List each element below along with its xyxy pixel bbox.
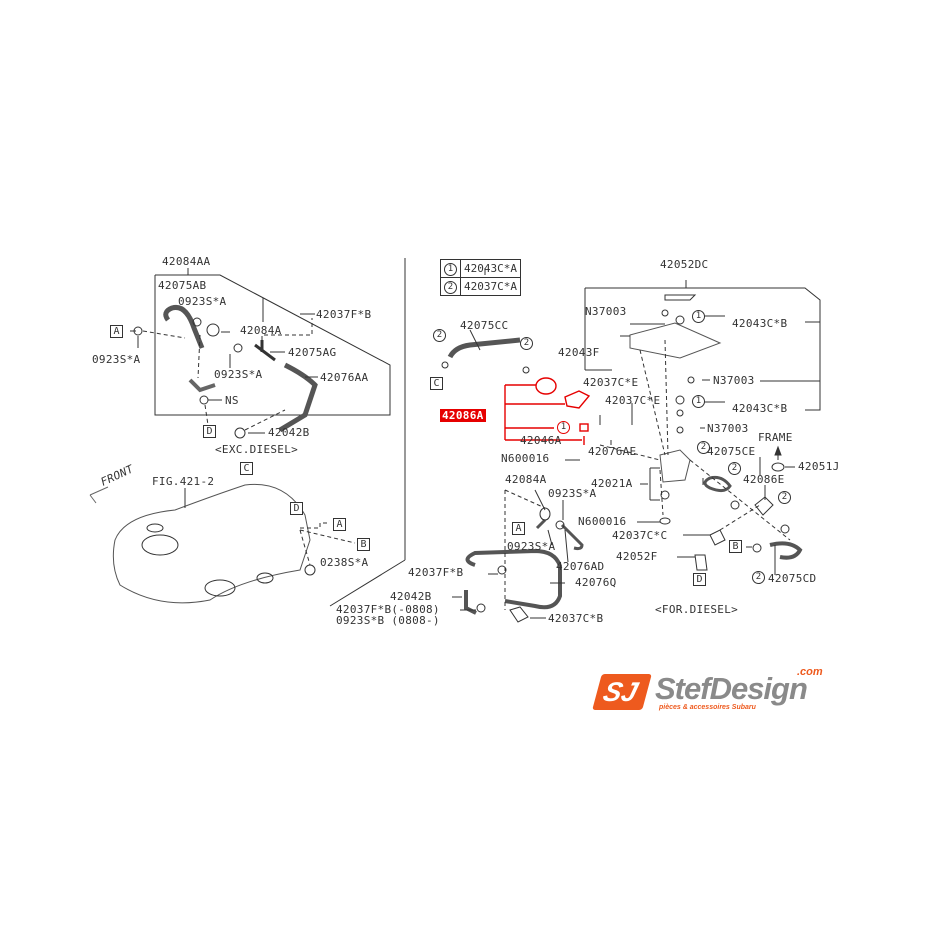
legend-part: 42043C*A bbox=[460, 259, 521, 278]
part-label[interactable]: 42043F bbox=[558, 346, 600, 359]
legend-table: 1 42043C*A 2 42037C*A bbox=[440, 259, 521, 296]
part-label[interactable]: 42075CD bbox=[768, 572, 817, 585]
circled-2-icon: 2 bbox=[728, 462, 741, 475]
part-label[interactable]: 42037F*B(-0808) bbox=[336, 603, 440, 616]
part-label[interactable]: 0923S*A bbox=[214, 368, 263, 381]
stefdesign-logo[interactable]: SJ StefDesign .com pièces & accessoires … bbox=[592, 666, 857, 714]
logo-wordmark: StefDesign bbox=[655, 671, 808, 706]
part-label[interactable]: 0923S*A bbox=[548, 487, 597, 500]
circled-1-icon: 1 bbox=[444, 263, 457, 276]
part-label[interactable]: 42076AE bbox=[588, 445, 637, 458]
part-label[interactable]: 42052F bbox=[616, 550, 658, 563]
legend-part: 42037C*A bbox=[460, 277, 521, 296]
part-label[interactable]: 42075CC bbox=[460, 319, 509, 332]
circled-2-icon: 2 bbox=[752, 571, 765, 584]
logo-tagline: pièces & accessoires Subaru bbox=[659, 704, 756, 711]
part-label[interactable]: N600016 bbox=[501, 452, 550, 465]
part-label[interactable]: 42037C*B bbox=[548, 612, 604, 625]
part-label[interactable]: 42075AG bbox=[288, 346, 337, 359]
part-label[interactable]: 42076AA bbox=[320, 371, 369, 384]
ref-box-c[interactable]: C bbox=[430, 377, 443, 390]
logo-mark-icon: SJ bbox=[592, 674, 652, 710]
circled-2-icon: 2 bbox=[778, 491, 791, 504]
ref-box-a[interactable]: A bbox=[110, 325, 123, 338]
part-label[interactable]: 0923S*A bbox=[92, 353, 141, 366]
part-label[interactable]: N37003 bbox=[585, 305, 627, 318]
part-label[interactable]: 42084AA bbox=[162, 255, 211, 268]
ref-box-d[interactable]: D bbox=[290, 502, 303, 515]
part-label[interactable]: 42021A bbox=[591, 477, 633, 490]
part-label[interactable]: 42075CE bbox=[707, 445, 756, 458]
part-label[interactable]: 42037C*C bbox=[612, 529, 668, 542]
part-label[interactable]: 42037C*E bbox=[605, 394, 661, 407]
circled-1-icon: 1 bbox=[557, 421, 570, 434]
part-label[interactable]: 42043C*B bbox=[732, 402, 788, 415]
part-label[interactable]: 0923S*B (0808-) bbox=[336, 614, 440, 627]
caption-for-diesel: <FOR.DIESEL> bbox=[655, 603, 739, 616]
part-label[interactable]: 42042B bbox=[268, 426, 310, 439]
legend-row: 1 42043C*A bbox=[440, 259, 521, 278]
circled-2-icon: 2 bbox=[697, 441, 710, 454]
logo-domain: .com bbox=[797, 666, 823, 678]
part-label[interactable]: N600016 bbox=[578, 515, 627, 528]
circled-2-icon: 2 bbox=[520, 337, 533, 350]
part-label[interactable]: 42051J bbox=[798, 460, 840, 473]
part-label[interactable]: 42075AB bbox=[158, 279, 207, 292]
part-label[interactable]: NS bbox=[225, 394, 239, 407]
part-label[interactable]: 42052DC bbox=[660, 258, 709, 271]
ref-box-d[interactable]: D bbox=[693, 573, 706, 586]
ref-box-b[interactable]: B bbox=[357, 538, 370, 551]
part-label[interactable]: 42086E bbox=[743, 473, 785, 486]
part-label[interactable]: 42042B bbox=[390, 590, 432, 603]
part-label[interactable]: 0923S*A bbox=[507, 540, 556, 553]
part-label[interactable]: 42084A bbox=[505, 473, 547, 486]
ref-box-b[interactable]: B bbox=[729, 540, 742, 553]
ref-box-d[interactable]: D bbox=[203, 425, 216, 438]
part-label[interactable]: 42037F*B bbox=[316, 308, 372, 321]
ref-box-a[interactable]: A bbox=[333, 518, 346, 531]
part-label[interactable]: 42046A bbox=[520, 434, 562, 447]
part-label[interactable]: 42076Q bbox=[575, 576, 617, 589]
caption-exc-diesel: <EXC.DIESEL> bbox=[215, 443, 299, 456]
part-label[interactable]: 42084A bbox=[240, 324, 282, 337]
highlighted-part-number[interactable]: 42086A bbox=[440, 409, 486, 422]
part-label[interactable]: 42076AD bbox=[556, 560, 605, 573]
circled-2-icon: 2 bbox=[444, 281, 457, 294]
frame-label: FRAME bbox=[758, 431, 793, 444]
circled-1-icon: 1 bbox=[692, 310, 705, 323]
ref-box-a[interactable]: A bbox=[512, 522, 525, 535]
part-label[interactable]: 0238S*A bbox=[320, 556, 369, 569]
part-label[interactable]: N37003 bbox=[713, 374, 755, 387]
legend-row: 2 42037C*A bbox=[440, 277, 521, 296]
circled-1-icon: 1 bbox=[692, 395, 705, 408]
figure-reference[interactable]: FIG.421-2 bbox=[152, 475, 215, 488]
part-label[interactable]: N37003 bbox=[707, 422, 749, 435]
ref-box-c[interactable]: C bbox=[240, 462, 253, 475]
part-label[interactable]: 42037F*B bbox=[408, 566, 464, 579]
part-label[interactable]: 0923S*A bbox=[178, 295, 227, 308]
part-label[interactable]: 42037C*E bbox=[583, 376, 639, 389]
circled-2-icon: 2 bbox=[433, 329, 446, 342]
part-label[interactable]: 42043C*B bbox=[732, 317, 788, 330]
highlighted-part-label[interactable]: 42086A bbox=[440, 409, 486, 422]
